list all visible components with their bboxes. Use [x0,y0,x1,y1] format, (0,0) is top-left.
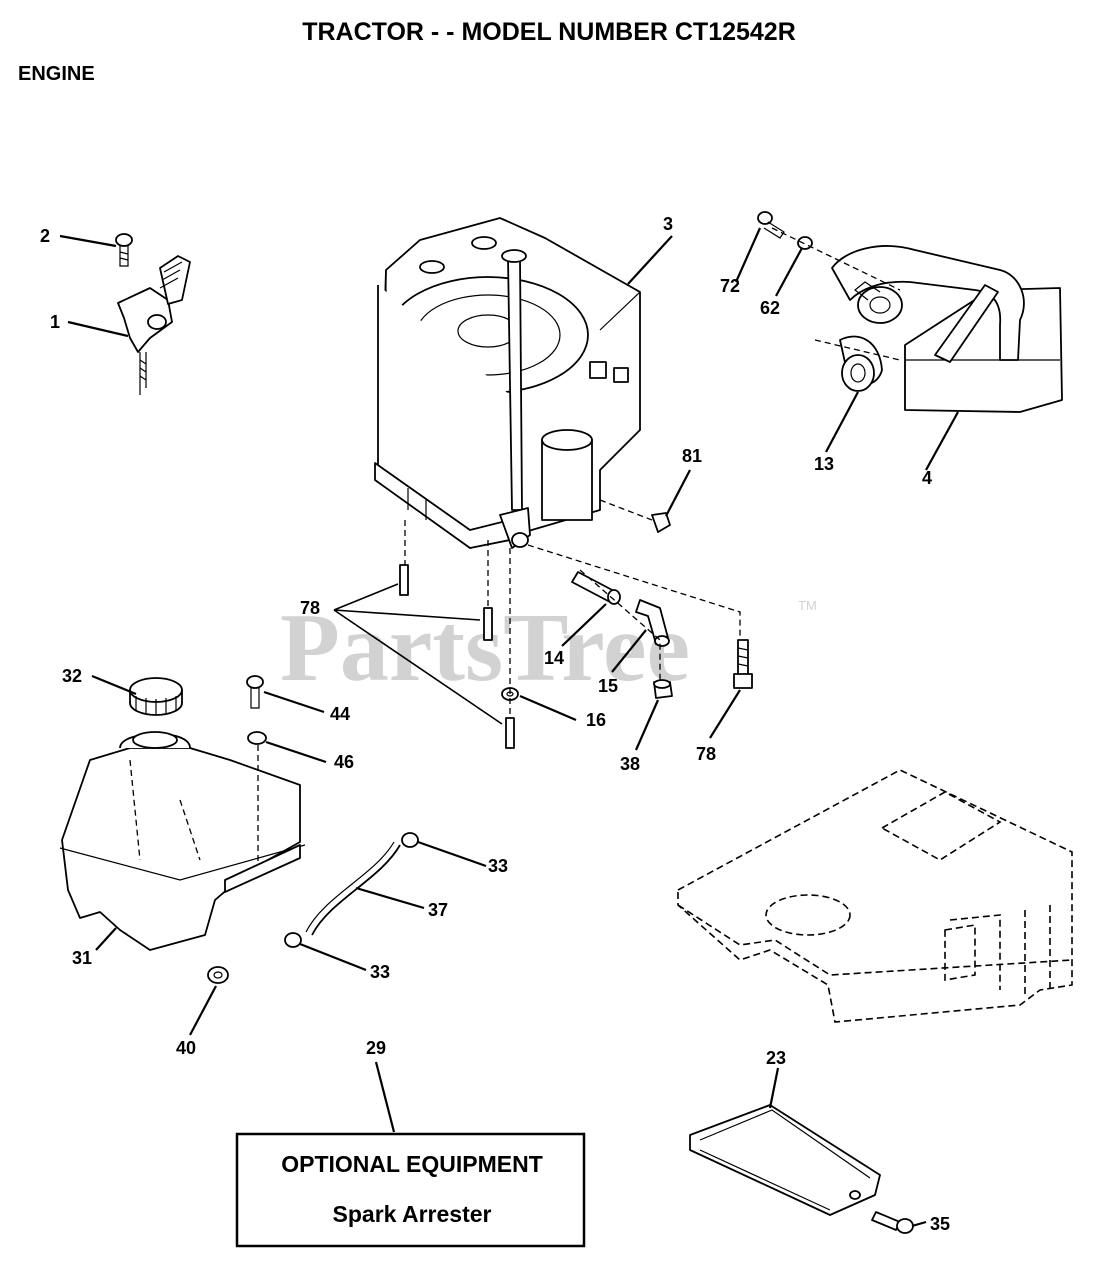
callout-44: 44 [330,704,350,724]
shield-screw-part [871,1211,914,1234]
callout-2: 2 [40,226,50,246]
callout-46: 46 [334,752,354,772]
callout-35: 35 [930,1214,950,1234]
leader-lines [59,227,959,1228]
tank-washer-part [247,731,267,745]
throttle-control-part [117,255,191,395]
muffler-alignment-line [771,227,901,361]
drain-cap-part [653,679,673,699]
callout-31: 31 [72,948,92,968]
muffler-part [831,245,1063,413]
watermark-trademark: TM [798,598,817,613]
callout-62: 62 [760,298,780,318]
optional-equipment-label: OPTIONAL EQUIPMENT [281,1151,543,1177]
callout-40: 40 [176,1038,196,1058]
engine-part [374,217,641,549]
grommet-part [207,966,229,984]
hose-clamp-part [284,832,419,948]
oil-drain-nipple-part [571,571,621,605]
callout-33-upper: 33 [488,856,508,876]
callout-33-lower: 33 [370,962,390,982]
callout-37: 37 [428,900,448,920]
tractor-frame-part [677,769,1073,1023]
fuel-tank-part [59,731,306,951]
lock-washer-part [797,236,813,250]
fuel-cap-part [129,677,183,716]
bolt-part [757,211,785,239]
screw-part [115,233,133,267]
elbow-fitting-part [635,599,670,647]
callout-23: 23 [766,1048,786,1068]
callout-78-upper: 78 [300,598,320,618]
callout-29: 29 [366,1038,386,1058]
callout-4: 4 [922,468,932,488]
callout-32: 32 [62,666,82,686]
engine-bolts-part [399,564,753,749]
callout-72: 72 [720,276,740,296]
callout-13: 13 [814,454,834,474]
callout-1: 1 [50,312,60,332]
callout-16: 16 [586,710,606,730]
fuel-line-part [305,841,401,936]
gasket-part [839,335,883,392]
callout-3: 3 [663,214,673,234]
hex-nut-part [651,512,671,533]
section-label: ENGINE [18,63,95,85]
callout-38: 38 [620,754,640,774]
page-title: TRACTOR - - MODEL NUMBER CT12542R [302,18,796,46]
callout-81: 81 [682,446,702,466]
optional-equipment-box [235,1132,586,1248]
spark-arrester-label: Spark Arrester [333,1201,492,1227]
callout-numbers: 2 1 3 72 62 13 4 81 78 14 15 16 38 78 32… [40,214,950,1234]
engine-alignment-lines [404,499,741,718]
tank-screw-part [246,675,264,709]
callout-78-lower: 78 [696,744,716,764]
callout-14: 14 [544,648,564,668]
heat-shield-part [689,1104,881,1216]
callout-15: 15 [598,676,618,696]
